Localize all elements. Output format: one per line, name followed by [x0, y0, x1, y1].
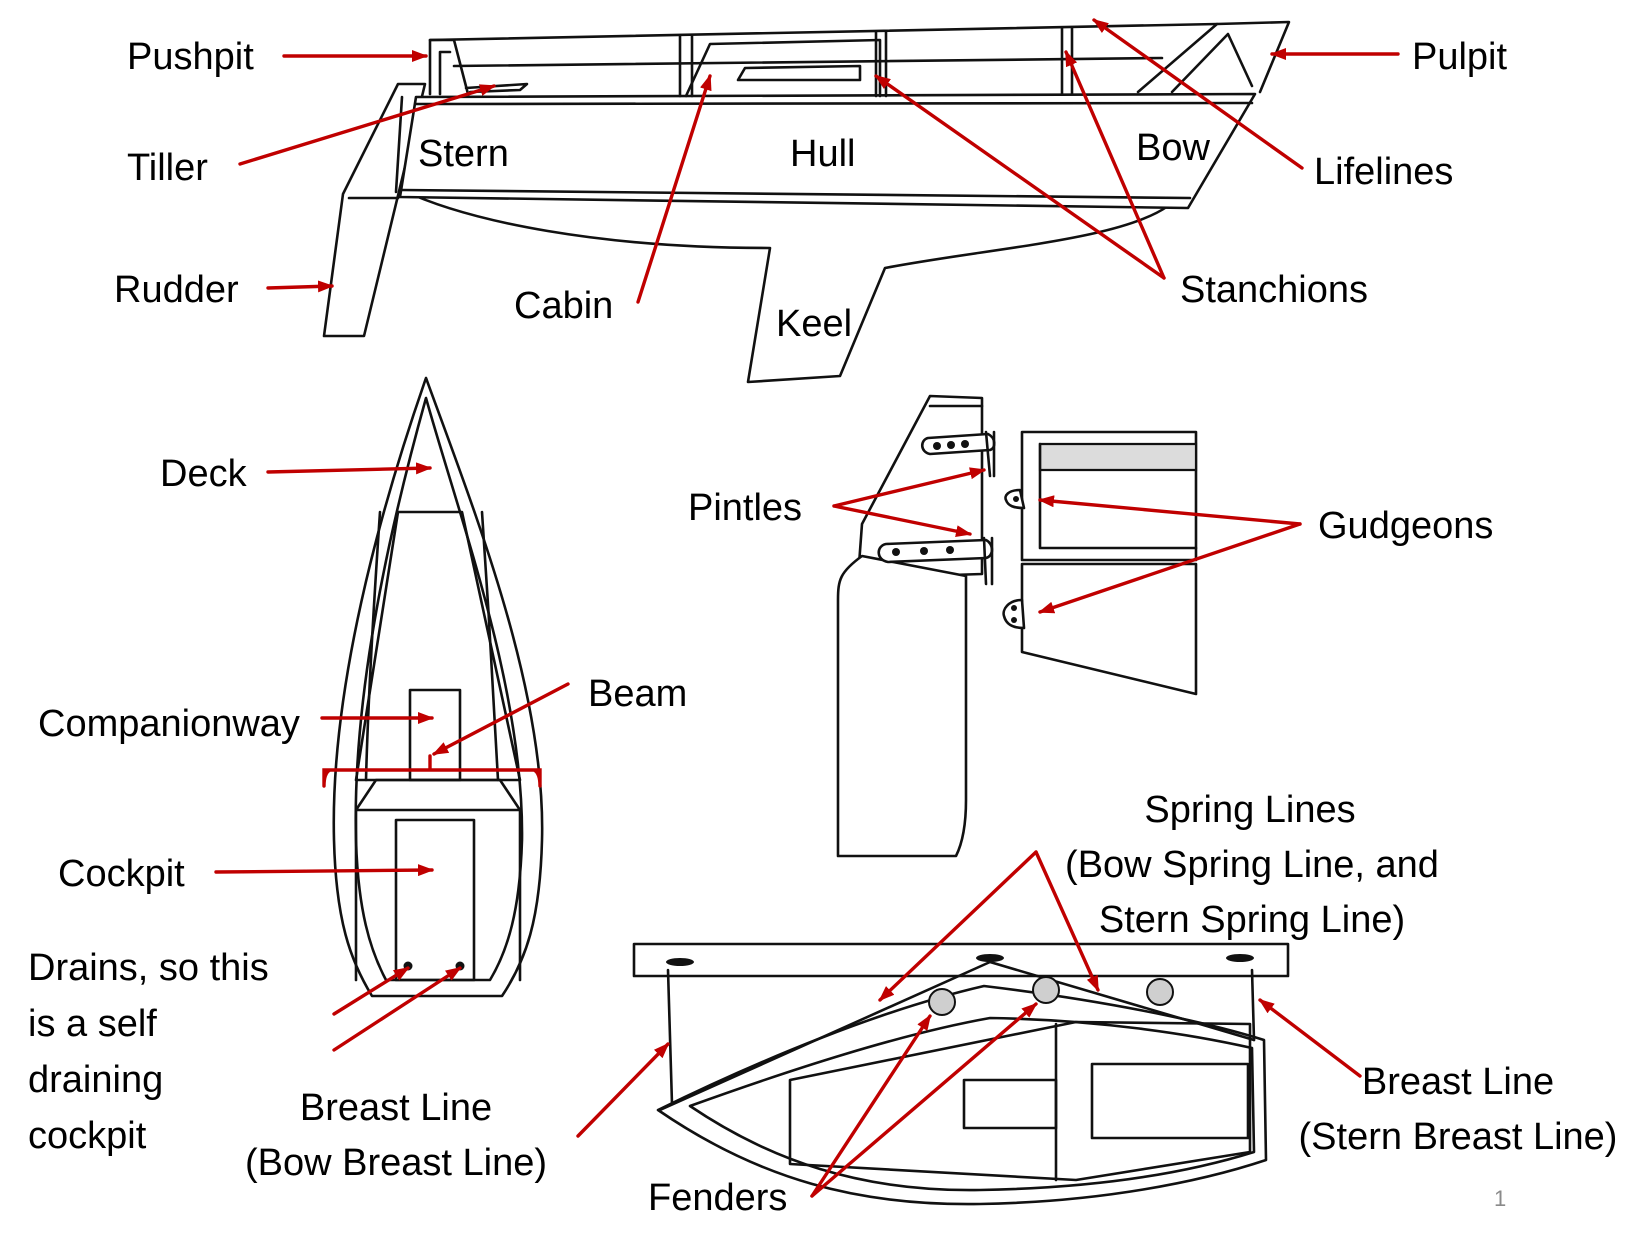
- label-bow-breast-2: (Bow Breast Line): [245, 1142, 547, 1184]
- transom-lower: [1020, 562, 1198, 696]
- docked-cabin: [788, 1020, 1252, 1182]
- label-stanchions: Stanchions: [1180, 269, 1368, 311]
- label-fenders: Fenders: [648, 1177, 787, 1219]
- label-stern-breast-1: Breast Line: [1362, 1061, 1554, 1103]
- arrow-tiller: [238, 84, 496, 166]
- arrow-pintle-lower: [832, 504, 972, 538]
- arrow-drain-1: [332, 966, 410, 1016]
- arrow-spring-2: [1034, 850, 1100, 992]
- pintle-upper: [920, 432, 996, 456]
- fender: [1032, 976, 1060, 1004]
- label-deck: Deck: [160, 453, 248, 495]
- label-keel: Keel: [776, 303, 852, 345]
- label-drains-line-1: Drains, so this: [28, 947, 269, 989]
- label-drains-line-4: cockpit: [28, 1115, 147, 1157]
- arrow-cockpit: [214, 864, 434, 877]
- label-spring-lines-1: Spring Lines: [1144, 789, 1355, 831]
- label-hull: Hull: [790, 133, 855, 175]
- label-spring-lines-3: Stern Spring Line): [1099, 899, 1405, 941]
- label-pintles: Pintles: [688, 487, 802, 529]
- arrow-spring-1: [878, 850, 1038, 1002]
- side-view: Pushpit Tiller Rudder Stern Hull Bow Cab…: [114, 18, 1507, 384]
- label-bow: Bow: [1136, 127, 1210, 169]
- dock-cleat: [976, 954, 1004, 962]
- cabin-window: [736, 64, 862, 82]
- docked-hatch: [962, 1078, 1058, 1130]
- docked-cockpit: [1090, 1062, 1250, 1140]
- companionway-hatch: [408, 688, 462, 782]
- beam-bracket: [322, 754, 542, 788]
- arrow-bow-breast: [576, 1042, 670, 1138]
- dock: [632, 942, 1290, 978]
- arrow-drain-2: [332, 966, 462, 1052]
- hull-topsides: [398, 92, 1257, 210]
- cockpit-well: [394, 818, 476, 982]
- label-tiller: Tiller: [127, 147, 208, 189]
- label-companionway: Companionway: [38, 703, 300, 745]
- arrow-fender-1: [810, 1014, 932, 1198]
- lifeline-upper: [428, 22, 1219, 42]
- bow-spring-line: [658, 960, 992, 1112]
- page-number: 1: [1494, 1186, 1506, 1211]
- fender: [928, 988, 956, 1016]
- stern-breast-line: [1250, 968, 1256, 1042]
- label-drains-line-2: is a self: [28, 1003, 157, 1045]
- label-cockpit: Cockpit: [58, 853, 185, 895]
- label-pulpit: Pulpit: [1412, 36, 1507, 78]
- cabin: [684, 38, 882, 98]
- rudder-view: Pintles Gudgeons: [688, 394, 1493, 858]
- arrow-stanchion-2: [1064, 50, 1166, 280]
- label-drains-line-3: draining: [28, 1059, 163, 1101]
- hull-underbody-keel: [400, 188, 1190, 384]
- dock-cleat: [666, 958, 694, 966]
- arrow-stern-breast: [1258, 998, 1362, 1078]
- top-view: Deck Companionway Beam Cockpit Drains, s…: [28, 376, 687, 1157]
- label-beam: Beam: [588, 673, 687, 715]
- label-rudder: Rudder: [114, 269, 239, 311]
- label-gudgeons: Gudgeons: [1318, 505, 1493, 547]
- docking-view: Spring Lines (Bow Spring Line, and Stern…: [245, 789, 1617, 1219]
- cockpit-coaming: [354, 778, 522, 812]
- arrow-deck: [266, 462, 432, 475]
- arrow-fender-2: [810, 1002, 1038, 1198]
- label-pushpit: Pushpit: [127, 36, 254, 78]
- docked-hull: [656, 984, 1268, 1206]
- rudder-blade-view: [836, 554, 968, 858]
- bow-breast-line: [666, 968, 674, 1106]
- arrow-stanchion-1: [874, 74, 1166, 280]
- label-bow-breast-1: Breast Line: [300, 1087, 492, 1129]
- label-spring-lines-2: (Bow Spring Line, and: [1065, 844, 1439, 886]
- fender: [1146, 978, 1174, 1006]
- arrow-rudder: [266, 280, 334, 293]
- arrow-pintle-upper: [832, 467, 986, 508]
- stern-spring-line: [988, 960, 1256, 1042]
- label-cabin: Cabin: [514, 285, 613, 327]
- arrow-beam: [432, 682, 570, 756]
- gudgeon-lower: [1002, 598, 1026, 630]
- label-stern-breast-2: (Stern Breast Line): [1299, 1116, 1618, 1158]
- dock-cleat: [1226, 954, 1254, 962]
- arrow-lifelines: [1092, 18, 1304, 170]
- arrow-gudgeon-lower: [1038, 522, 1302, 614]
- label-stern: Stern: [418, 133, 509, 175]
- arrow-gudgeon-upper: [1038, 495, 1302, 526]
- transom-band: [1038, 442, 1198, 472]
- label-lifelines: Lifelines: [1314, 151, 1453, 193]
- arrow-cabin: [636, 74, 712, 304]
- hull-outline-top: [332, 376, 544, 998]
- docked-hull-inner: [688, 1016, 1256, 1192]
- lifeline-lower: [452, 56, 1164, 68]
